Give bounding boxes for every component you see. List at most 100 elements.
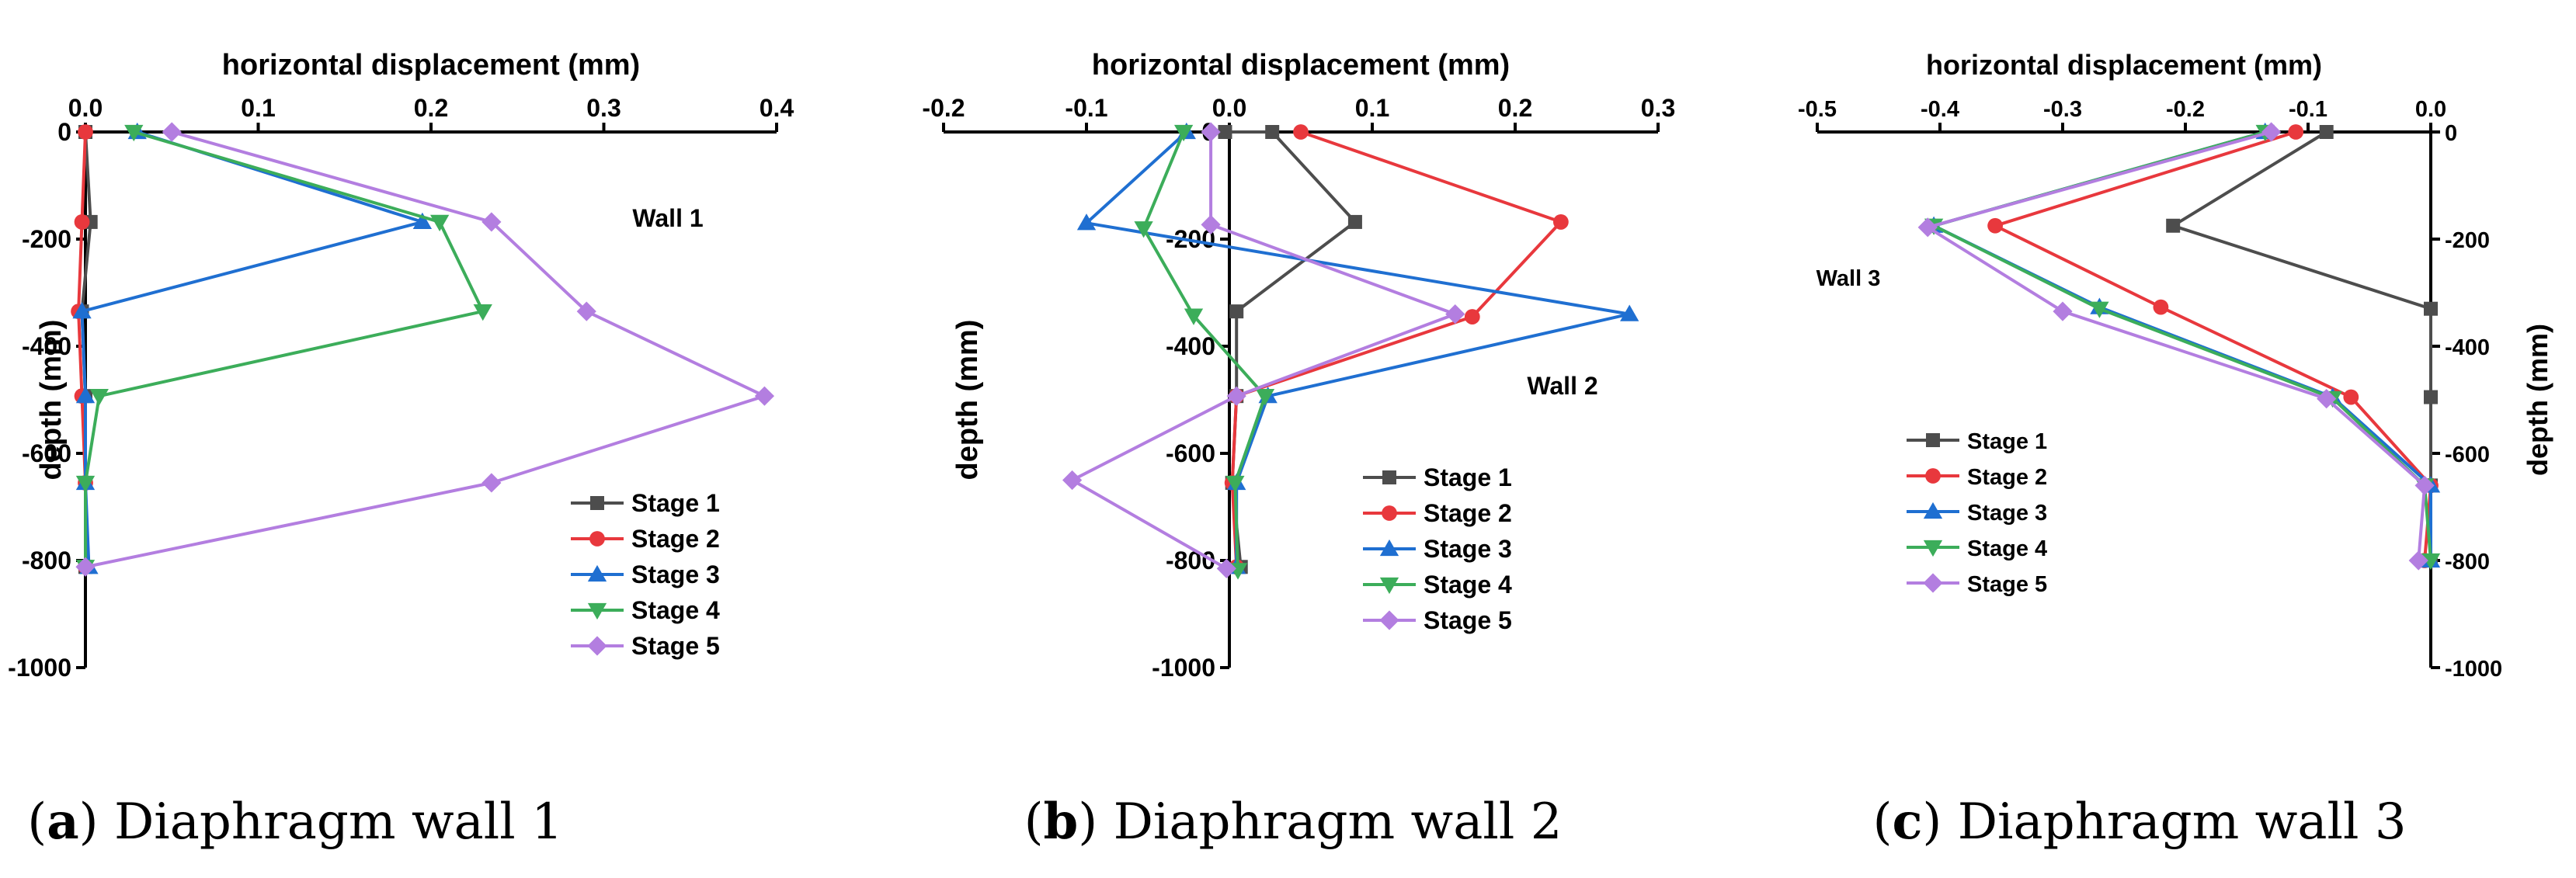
x-axis-title: horizontal displacement (mm) <box>222 49 640 82</box>
data-point <box>481 212 502 232</box>
x-axis-title: horizontal displacement (mm) <box>1926 49 2322 81</box>
y-tick-label: -1000 <box>8 654 71 682</box>
data-point <box>1225 475 1245 493</box>
legend-label: Stage 2 <box>631 525 720 553</box>
x-tick-label: -0.2 <box>922 94 965 122</box>
legend-label: Stage 4 <box>631 596 720 624</box>
legend-item: Stage 3 <box>1907 501 2047 526</box>
y-tick-label: -800 <box>1166 547 1215 574</box>
data-point <box>429 214 450 232</box>
legend-item: Stage 4 <box>1907 536 2047 561</box>
series-2 <box>1224 124 1569 575</box>
legend-label: Stage 2 <box>1967 465 2047 490</box>
caption-paren: ( <box>27 793 47 851</box>
legend-label: Stage 1 <box>631 489 720 517</box>
legend-marker <box>587 564 607 582</box>
legend: Stage 1 Stage 2 Stage 3 Stage 4 Stage 5 <box>571 489 720 660</box>
data-point <box>1464 309 1480 324</box>
y-tick-label: -200 <box>2445 228 2490 253</box>
data-point <box>2317 389 2337 409</box>
legend-item: Stage 1 <box>571 489 720 517</box>
data-point <box>75 557 96 577</box>
legend-label: Stage 5 <box>631 632 720 660</box>
legend-item: Stage 1 <box>1363 463 1512 491</box>
legend-item: Stage 5 <box>571 632 720 660</box>
panel-caption: (a) Diaphragm wall 1 <box>27 793 563 851</box>
legend-marker <box>587 636 607 656</box>
legend-label: Stage 3 <box>1424 535 1512 563</box>
legend-marker <box>1379 610 1399 630</box>
data-point <box>1445 304 1465 324</box>
x-tick-label: -0.3 <box>2043 97 2082 122</box>
legend-label: Stage 1 <box>1424 463 1512 491</box>
series-line <box>85 130 767 569</box>
x-tick-label: 0.3 <box>586 94 621 122</box>
x-tick-label: -0.1 <box>2289 97 2327 122</box>
caption-text: ) Diaphragm wall 3 <box>1922 793 2406 851</box>
data-point <box>2153 299 2169 315</box>
series-5 <box>1062 122 1465 578</box>
x-tick-label: 0.0 <box>2415 97 2446 122</box>
data-point <box>1134 221 1153 238</box>
data-point <box>2319 125 2334 139</box>
y-axis-title: depth (mm) <box>951 320 984 481</box>
data-point <box>1173 124 1194 142</box>
series-line <box>1230 130 1563 567</box>
data-point <box>2261 122 2282 142</box>
data-point <box>124 124 144 142</box>
data-point <box>1201 214 1221 234</box>
wall-annotation: Wall 3 <box>1816 266 1881 291</box>
caption-paren: ( <box>1872 793 1892 851</box>
series-line <box>80 130 424 567</box>
legend-marker <box>1926 433 1940 447</box>
data-point <box>75 475 96 493</box>
data-point <box>1184 308 1204 325</box>
y-axis-title: depth (mm) <box>35 320 68 481</box>
legend-item: Stage 1 <box>1907 429 2047 454</box>
legend-marker <box>1923 540 1943 557</box>
y-tick-label: -400 <box>1166 332 1215 360</box>
series-4 <box>75 124 492 577</box>
y-tick-label: -1000 <box>1152 654 1215 682</box>
x-tick-label: 0.1 <box>1355 94 1389 122</box>
series-line <box>1994 130 2432 561</box>
data-point <box>2288 124 2304 140</box>
caption-text: ) Diaphragm wall 1 <box>79 793 563 851</box>
y-axis-title: depth (mm) <box>2522 324 2553 476</box>
legend-marker <box>1379 577 1399 595</box>
legend-label: Stage 5 <box>1424 606 1512 634</box>
data-point <box>2414 475 2435 495</box>
series-line <box>84 130 485 567</box>
series-5 <box>75 122 775 577</box>
data-point <box>1062 470 1083 491</box>
data-point <box>1226 386 1246 406</box>
x-tick-label: -0.5 <box>1798 97 1837 122</box>
legend-label: Stage 2 <box>1424 499 1512 527</box>
y-tick-label: 0 <box>2445 121 2457 146</box>
legend-label: Stage 5 <box>1967 572 2047 597</box>
legend-marker <box>589 531 605 547</box>
y-tick-label: -400 <box>22 332 71 360</box>
y-tick-label: -200 <box>22 225 71 253</box>
data-point <box>576 301 596 321</box>
caption-letter: b <box>1044 793 1079 851</box>
legend-marker <box>1923 573 1943 593</box>
legend-item: Stage 5 <box>1907 572 2047 597</box>
data-point <box>75 387 96 404</box>
data-point <box>1917 217 1938 238</box>
x-tick-label: 0.3 <box>1641 94 1675 122</box>
wall-annotation: Wall 1 <box>632 204 703 232</box>
y-tick-label: -1000 <box>2445 657 2502 682</box>
data-point <box>1201 122 1221 142</box>
data-point <box>2408 550 2428 571</box>
data-point <box>1552 214 1569 230</box>
series-line <box>1932 130 2432 561</box>
y-tick-label: -600 <box>1166 439 1215 467</box>
legend-item: Stage 4 <box>1363 571 1512 599</box>
legend-item: Stage 3 <box>571 560 720 588</box>
data-point <box>412 212 433 230</box>
legend-item: Stage 3 <box>1363 535 1512 563</box>
legend-item: Stage 2 <box>1363 499 1512 527</box>
